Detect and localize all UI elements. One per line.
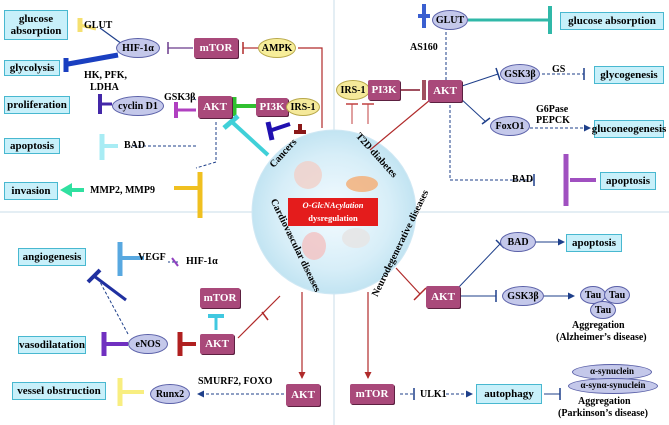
edge-akt-invasion: [195, 122, 217, 169]
outcome-gluconeogenesis: gluconeogenesis: [592, 120, 666, 138]
edge-akt-gsk3b: [189, 95, 197, 101]
node-t2d-irs1: IRS-1: [336, 80, 370, 100]
edge-hif1a-glut: [99, 27, 123, 45]
label-gsk3b: GSK3β: [164, 92, 196, 103]
center-organ-brain: [342, 228, 370, 248]
outcome-proliferation: proliferation: [4, 96, 70, 114]
edge-akt-bad-t2d: [449, 100, 534, 181]
tbar-center-akt: [230, 120, 270, 157]
label-aggregation-park: Aggregation: [578, 396, 631, 407]
node-tau-2: Tau: [604, 286, 630, 304]
outcome-glycogenesis: glycogenesis: [594, 66, 664, 84]
label-hk-pfk: HK, PFK,: [84, 70, 128, 81]
node-hif1a: HIF-1α: [116, 38, 160, 58]
label-ldha: LDHA: [90, 82, 119, 93]
node-cyclin-d1: cyclin D1: [112, 96, 164, 116]
label-cardio-hif1a: HIF-1α: [186, 256, 218, 267]
edge-center-akt-cardio: [237, 295, 281, 339]
node-neuro-bad: BAD: [500, 232, 536, 252]
node-neuro-akt: AKT: [426, 286, 460, 308]
node-cardio-akt2: AKT: [286, 384, 320, 406]
label-pepck: PEPCK: [536, 115, 570, 126]
label-gs: GS: [552, 64, 566, 75]
node-foxo1: FoxO1: [490, 116, 530, 136]
node-irs1: IRS-1: [286, 98, 320, 116]
edge-ampk-right: [298, 47, 323, 128]
outcome-vasodilatation: vasodilatation: [18, 336, 86, 354]
node-t2d-akt: AKT: [428, 80, 462, 102]
tbar-enos-angio: [93, 274, 127, 302]
node-synuclein-2: α-synα-synuclein: [568, 378, 658, 394]
center-organ-heart: [302, 232, 326, 260]
outcome-invasion: invasion: [4, 182, 58, 200]
center-dysregulation-banner: O-GlcNAcylation dysregulation: [288, 198, 378, 226]
edge-akt-bad-neuro: [457, 243, 501, 289]
edge-center-akt: [369, 99, 431, 151]
node-ampk: AMPK: [258, 38, 296, 58]
node-enos: eNOS: [128, 334, 168, 354]
outcome-neuro-apoptosis: apoptosis: [566, 234, 622, 252]
node-runx2: Runx2: [150, 384, 190, 404]
outcome-vessel-obstruction: vessel obstruction: [12, 382, 106, 400]
edge-akt-foxo1: [459, 97, 487, 123]
center-organ-pancreas: [346, 176, 378, 192]
node-mtor: mTOR: [194, 38, 238, 58]
outcome-apoptosis: apoptosis: [4, 138, 60, 154]
label-t2d-bad: BAD: [512, 174, 534, 185]
edge-center-akt-neuro: [395, 267, 421, 295]
edge-akt-gsk3b-t2d: [461, 73, 499, 87]
center-line1: O-GlcNAcylation: [302, 200, 364, 210]
node-neuro-gsk3b: GSK3β: [502, 286, 544, 306]
outcome-t2d-apoptosis: apoptosis: [600, 172, 656, 190]
node-cardio-mtor: mTOR: [200, 288, 240, 308]
node-cardio-akt: AKT: [200, 334, 234, 354]
outcome-t2d-glucose-absorption: glucose absorption: [560, 12, 664, 30]
mark-irs1-red: [294, 124, 306, 134]
node-pi3k: PI3K: [256, 98, 288, 116]
node-t2d-glut: GLUT: [432, 10, 468, 30]
label-vegf: VEGF: [138, 252, 166, 263]
label-bad: BAD: [124, 140, 146, 151]
center-organ-cancer: [294, 161, 322, 189]
label-alzheimers: (Alzheimer’s disease): [556, 332, 647, 343]
node-t2d-pi3k: PI3K: [368, 80, 400, 100]
label-as160: AS160: [410, 42, 438, 53]
node-tau-3: Tau: [590, 301, 616, 319]
tbar-irs1-pi3k: [271, 122, 291, 132]
tbar-glucose: [79, 23, 97, 31]
label-parkinsons: (Parkinson’s disease): [558, 408, 648, 419]
label-aggregation-alz: Aggregation: [572, 320, 625, 331]
label-mmp: MMP2, MMP9: [90, 185, 155, 196]
label-smurf: SMURF2, FOXO: [198, 376, 273, 387]
label-g6pase: G6Pase: [536, 104, 569, 115]
center-line2: dysregulation: [308, 213, 358, 223]
outcome-angiogenesis: angiogenesis: [18, 248, 86, 266]
tbar-glycolysis: [67, 52, 119, 67]
label-ulk1: ULK1: [420, 389, 447, 400]
node-t2d-gsk3b: GSK3β: [500, 64, 540, 84]
node-neuro-mtor: mTOR: [350, 384, 394, 404]
outcome-glucose-absorption: glucose absorption: [4, 10, 68, 40]
label-glut: GLUT: [84, 20, 113, 31]
node-akt: AKT: [198, 96, 232, 118]
outcome-autophagy: autophagy: [476, 384, 542, 404]
outcome-glycolysis: glycolysis: [4, 60, 60, 76]
